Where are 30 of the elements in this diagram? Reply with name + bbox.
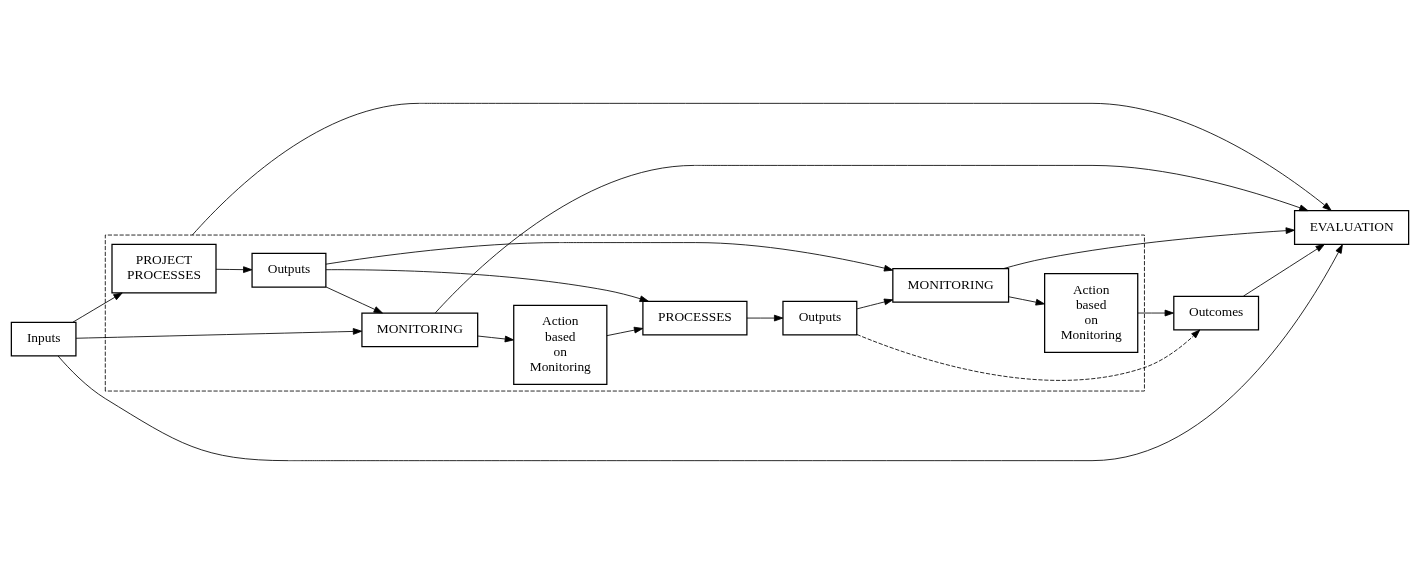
arrow (75, 327, 363, 339)
node-box: Outputs (251, 252, 327, 288)
arrow (191, 102, 1332, 235)
arrow (72, 292, 123, 323)
arrow (1008, 295, 1045, 306)
arrow (325, 286, 383, 313)
node-box: Outputs (782, 300, 858, 335)
arrow (215, 265, 253, 273)
arrow (856, 298, 894, 309)
node-box: Action based on Monitoring (513, 304, 608, 385)
node-box: EVALUATION (1293, 209, 1410, 245)
node-box: Action based on Monitoring (1044, 272, 1139, 353)
node-box: MONITORING (892, 267, 1010, 303)
arrow (325, 241, 894, 271)
node-box: Inputs (10, 321, 77, 356)
node-box: PROJECT PROCESSES (111, 243, 217, 294)
node-box: MONITORING (361, 311, 479, 347)
arrow (434, 164, 1309, 313)
arrow (606, 326, 644, 336)
cluster (104, 234, 1145, 391)
arrow (325, 268, 649, 302)
arrow (1137, 309, 1174, 316)
node-box: PROCESSES (642, 300, 748, 335)
arrow (1243, 243, 1325, 297)
arrow (1003, 226, 1295, 269)
node-box: Outcomes (1173, 295, 1260, 330)
arrow (856, 329, 1201, 381)
arrow (477, 335, 514, 342)
arrow (57, 243, 1343, 461)
arrow (746, 314, 784, 321)
